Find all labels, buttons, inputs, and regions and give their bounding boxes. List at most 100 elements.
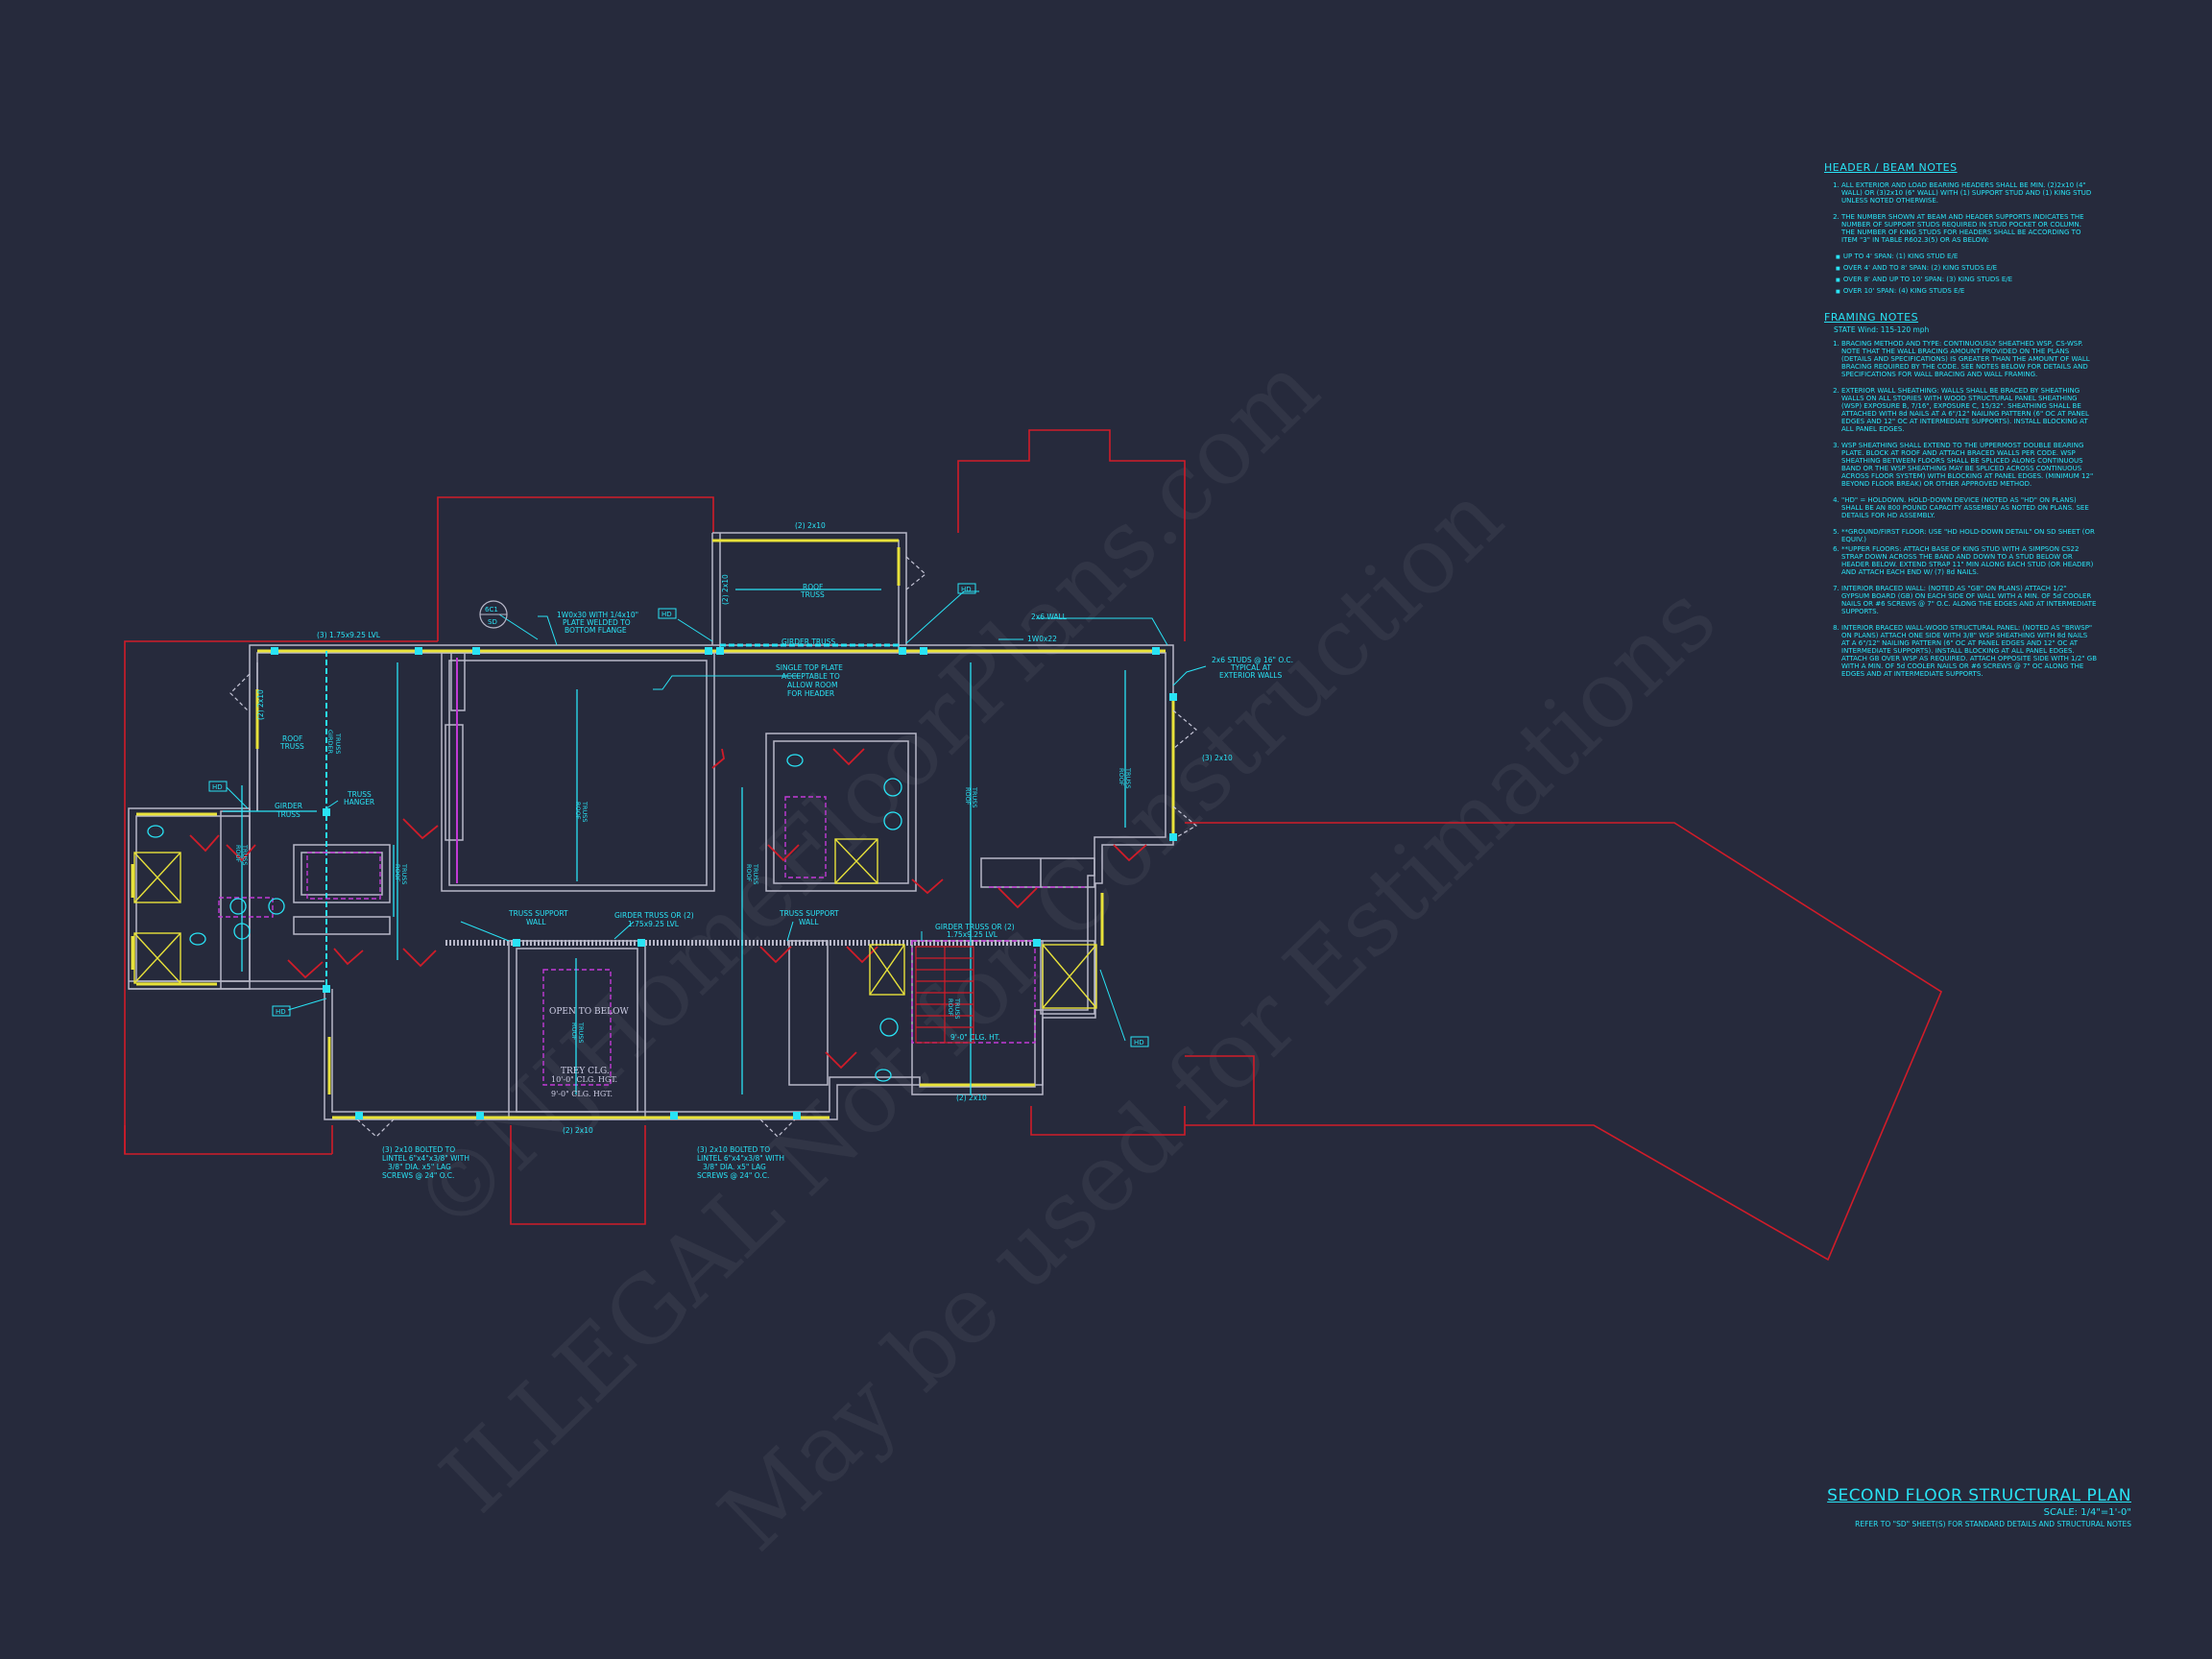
- roof-truss-vertical: ROOF: [745, 864, 753, 882]
- header-beam-note-2: THE NUMBER SHOWN AT BEAM AND HEADER SUPP…: [1841, 213, 2097, 244]
- bolt-left-4: SCREWS @ 24" O.C.: [382, 1171, 454, 1180]
- plumbing-fixtures: [147, 754, 902, 1082]
- roof-truss-left-b: TRUSS: [279, 742, 304, 751]
- header-beam-notes-title: HEADER / BEAM NOTES: [1824, 161, 1958, 174]
- stud-columns: [271, 647, 1177, 1119]
- roof-truss-vertical: TRUSS: [971, 786, 978, 808]
- leader-lines: [226, 590, 1207, 1042]
- roof-truss-vertical: ROOF: [574, 802, 582, 820]
- wall-left: WALL: [526, 918, 546, 926]
- bolt-left-3: 3/8" DIA. x5" LAG: [388, 1163, 451, 1171]
- window-openings: [229, 556, 1198, 1138]
- roof-truss-left-a: ROOF: [282, 734, 302, 743]
- plan-title: SECOND FLOOR STRUCTURAL PLAN: [1827, 1486, 2131, 1505]
- lvl-left-label: (3) 1.75x9.25 LVL: [317, 631, 381, 639]
- framing-note: INTERIOR BRACED WALL: (NOTED AS "GB" ON …: [1841, 585, 2097, 615]
- header-1w0x22: 1W0x22: [1027, 635, 1057, 643]
- title-block: SECOND FLOOR STRUCTURAL PLAN SCALE: 1/4"…: [1827, 1486, 2131, 1528]
- plate-note-1: 1W0x30 WITH 1/4x10": [557, 611, 638, 619]
- plan-scale: SCALE: 1/4"=1'-0": [2043, 1507, 2131, 1518]
- hd-tags: [208, 583, 1149, 1047]
- header-bottom-right: (2) 2x10: [956, 1094, 987, 1102]
- roof-truss-vertical: TRUSS: [752, 863, 759, 885]
- framing-note: INTERIOR BRACED WALL-WOOD STRUCTURAL PAN…: [1841, 624, 2097, 678]
- roof-truss-vertical: ROOF: [234, 845, 242, 863]
- framing-note: WSP SHEATHING SHALL EXTEND TO THE UPPERM…: [1841, 442, 2097, 488]
- clg-hgt-9: 9'-0" CLG. HGT.: [551, 1090, 613, 1098]
- section-bubble: 6C1 SD: [479, 600, 508, 629]
- roof-truss-vertical: TRUSS: [334, 733, 342, 755]
- framing-note: **UPPER FLOORS: ATTACH BASE OF KING STUD…: [1841, 545, 2097, 576]
- roof-truss-vertical: ROOF: [947, 998, 954, 1017]
- hd-tag-labels: HD HD HD HD HD: [212, 586, 1144, 1046]
- studs-note-1: 2x6 STUDS @ 16" O.C.: [1212, 656, 1293, 664]
- roof-truss-vertical: TRUSS: [577, 1022, 585, 1044]
- wall-2x6-label: 2x6 WALL: [1031, 613, 1068, 621]
- framing-note: EXTERIOR WALL SHEATHING: WALLS SHALL BE …: [1841, 387, 2097, 433]
- stud-rule: OVER 10' SPAN: (4) KING STUDS E/E: [1836, 287, 2091, 296]
- roof-truss-a: ROOF: [803, 583, 823, 591]
- girder-truss-or-1: GIRDER TRUSS OR (2): [614, 911, 694, 920]
- section-bubble-bottom: SD: [488, 618, 497, 626]
- single-plate-2: ACCEPTABLE TO: [781, 672, 840, 681]
- staircase: [915, 946, 974, 1044]
- roof-truss-vertical: GIRDER: [326, 730, 334, 755]
- studs-note-3: EXTERIOR WALLS: [1219, 671, 1282, 680]
- bolt-right-2: LINTEL 6"x4"x3/8" WITH: [697, 1154, 784, 1163]
- header-beam-note-1: ALL EXTERIOR AND LOAD BEARING HEADERS SH…: [1841, 181, 2097, 204]
- hd-label: HD: [661, 611, 672, 618]
- single-plate-3: ALLOW ROOM: [787, 681, 837, 689]
- roof-truss-vertical: ROOF: [1118, 768, 1125, 786]
- girder-label: GIRDER: [275, 802, 302, 810]
- plan-reference: REFER TO "SD" SHEET(S) FOR STANDARD DETA…: [1855, 1520, 2131, 1528]
- stud-rule: OVER 8' AND UP TO 10' SPAN: (3) KING STU…: [1836, 276, 2091, 284]
- red-outline-lines: [124, 429, 1943, 1262]
- bolt-left-1: (3) 2x10 BOLTED TO: [382, 1145, 455, 1154]
- framing-note: "HD" = HOLDOWN. HOLD-DOWN DEVICE (NOTED …: [1841, 496, 2097, 519]
- header-3-2x10: (3) 2x10: [1202, 754, 1233, 762]
- roof-truss-vertical: ROOF: [394, 864, 401, 882]
- trey-clg-1: TREY CLG.: [561, 1067, 610, 1076]
- plan-annotations: (2) 2x10 (3) 1.75x9.25 LVL 1W0x30 WITH 1…: [256, 521, 1293, 1180]
- single-plate-1: SINGLE TOP PLATE: [776, 663, 843, 672]
- framing-notes-list: BRACING METHOD AND TYPE: CONTINUOUSLY SH…: [1824, 340, 2112, 678]
- lvl-mid-1: 1.75x9.25 LVL: [628, 920, 680, 928]
- framing-note: **GROUND/FIRST FLOOR: USE "HD HOLD-DOWN …: [1841, 528, 2097, 543]
- bolt-right-4: SCREWS @ 24" O.C.: [697, 1171, 769, 1180]
- single-plate-4: FOR HEADER: [787, 689, 834, 698]
- header-2x10-vertical: (2) 2x10: [256, 689, 265, 720]
- truss-hanger-1: TRUSS: [347, 790, 372, 799]
- plate-note-3: BOTTOM FLANGE: [565, 626, 627, 635]
- truss-arrows: [223, 589, 1126, 1094]
- roof-truss-vertical: ROOF: [570, 1022, 578, 1041]
- header-2x10-vertical-mid: (2) 2x10: [721, 574, 730, 605]
- header-beam-notes-list: ALL EXTERIOR AND LOAD BEARING HEADERS SH…: [1824, 181, 2112, 244]
- bolt-left-2: LINTEL 6"x4"x3/8" WITH: [382, 1154, 469, 1163]
- open-to-below: OPEN TO BELOW: [549, 1007, 630, 1017]
- header-bottom-left: (2) 2x10: [563, 1126, 593, 1135]
- roof-truss-vertical: TRUSS: [1124, 767, 1132, 789]
- trey-clg-2: 10'-0" CLG. HGT.: [551, 1075, 617, 1084]
- roof-truss-vertical: ROOF: [964, 787, 972, 805]
- framing-notes-title: FRAMING NOTES: [1824, 311, 1919, 324]
- section-bubble-top: 6C1: [485, 606, 498, 613]
- door-swings: [189, 748, 1147, 1070]
- truss-support-left: TRUSS SUPPORT: [508, 909, 568, 918]
- header-2x10-top: (2) 2x10: [795, 521, 826, 530]
- framing-notes-subtitle: STATE Wind: 115-120 mph: [1834, 325, 1930, 334]
- roof-truss-vertical-labels: ROOF TRUSS ROOF TRUSS ROOF TRUSS ROOF TR…: [234, 730, 1132, 1044]
- hd-label: HD: [212, 783, 223, 791]
- wall-right: WALL: [799, 918, 819, 926]
- stud-rule: OVER 4' AND TO 8' SPAN: (2) KING STUDS E…: [1836, 264, 2091, 273]
- roof-truss-b: TRUSS: [800, 590, 825, 599]
- framing-note: BRACING METHOD AND TYPE: CONTINUOUSLY SH…: [1841, 340, 2097, 378]
- roof-truss-vertical: TRUSS: [241, 844, 249, 866]
- truss-label: TRUSS: [276, 810, 301, 819]
- girder-truss-top: GIRDER TRUSS: [781, 637, 835, 646]
- girder-truss-or-2: GIRDER TRUSS OR (2): [935, 923, 1015, 931]
- watermark: ©NJHomeFloorPlans.com ILLEGAL Not for Co…: [392, 334, 1736, 1571]
- bolt-right-3: 3/8" DIA. x5" LAG: [703, 1163, 766, 1171]
- plate-note-2: PLATE WELDED TO: [563, 618, 631, 627]
- hd-label: HD: [1134, 1039, 1144, 1046]
